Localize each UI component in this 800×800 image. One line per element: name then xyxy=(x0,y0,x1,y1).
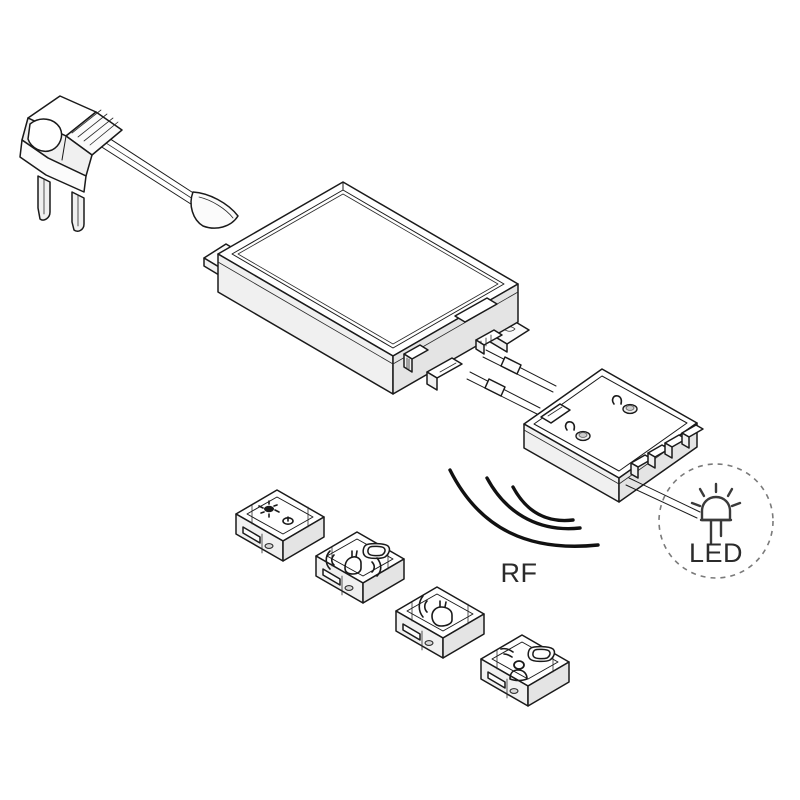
remote-side-slot xyxy=(487,671,506,689)
remote-indicator-led xyxy=(344,585,354,591)
receiver-label-plate xyxy=(540,403,571,424)
driver-output-port-2 xyxy=(426,357,463,391)
driver-terminal-strip xyxy=(475,329,503,355)
rf-label: RF xyxy=(501,558,538,588)
led-bulb-icon xyxy=(690,482,742,545)
remote-proximity-swipe[interactable] xyxy=(395,586,485,659)
europlug-power-plug xyxy=(19,95,123,232)
remote-side-slot xyxy=(322,568,341,586)
remote-side-slot xyxy=(402,623,421,641)
led-output-cable xyxy=(625,477,701,519)
hand-swipe-sensor-icon xyxy=(418,595,453,627)
plug-pins xyxy=(37,175,85,232)
remote-indicator-led xyxy=(264,543,274,549)
remote-indicator-led xyxy=(509,688,519,694)
remote-side-slot xyxy=(242,526,261,544)
receiver-output-terminals xyxy=(630,424,704,479)
sun-brightness-icon xyxy=(258,500,280,518)
plug-grip-ribs xyxy=(71,109,119,146)
rf-wave-indicator xyxy=(448,468,600,548)
person-motion-sensor-icon xyxy=(500,647,528,682)
remote-motion-detector[interactable] xyxy=(480,634,570,707)
power-symbol-icon xyxy=(282,516,294,525)
remote-gesture-sensor[interactable] xyxy=(315,531,405,604)
driver-to-receiver-cable xyxy=(466,349,557,415)
receiver-button-lower[interactable] xyxy=(564,421,591,442)
hand-wave-sensor-icon xyxy=(325,550,382,577)
remote-indicator-led xyxy=(424,640,434,646)
remote-brightness[interactable] xyxy=(235,489,325,562)
driver-output-port-1 xyxy=(403,344,429,373)
receiver-button-upper[interactable] xyxy=(611,395,638,415)
led-label: LED xyxy=(689,538,743,568)
led-driver-power-supply xyxy=(203,181,530,395)
remote-raised-button[interactable] xyxy=(527,645,556,663)
remote-raised-button[interactable] xyxy=(362,542,391,560)
led-output-badge: LED xyxy=(658,463,774,579)
led-badge-ring xyxy=(658,463,774,579)
driver-label-plate xyxy=(454,297,498,323)
